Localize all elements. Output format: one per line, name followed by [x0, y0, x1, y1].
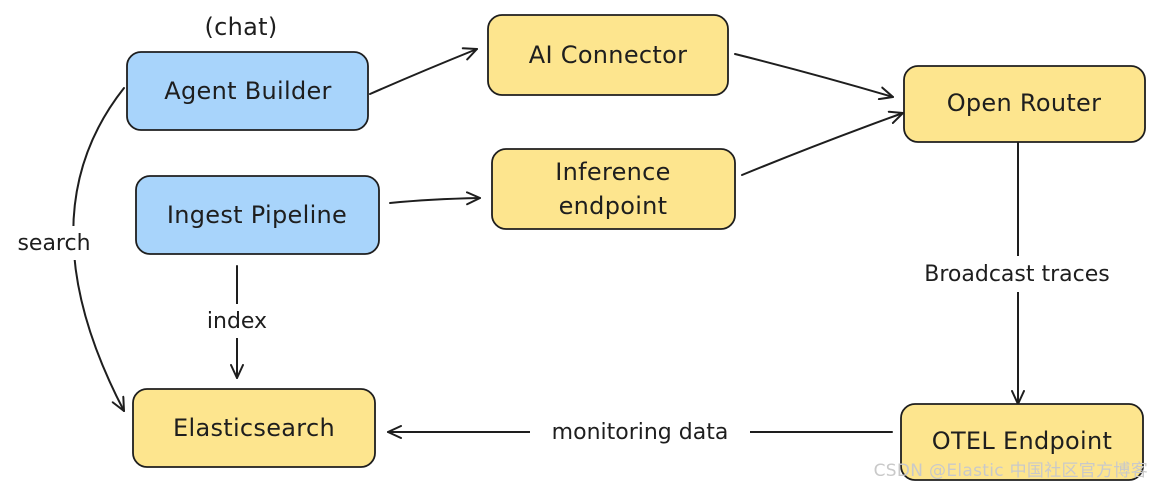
inference-endpoint-label-line1: Inference [555, 158, 670, 186]
ai-connector-label: AI Connector [529, 41, 688, 69]
ingest-pipeline-label: Ingest Pipeline [167, 201, 347, 229]
edge-connector-to-router [734, 53, 894, 101]
node-agent-builder: (chat) Agent Builder [126, 13, 369, 131]
edge-label-index: index [207, 309, 267, 334]
edge-label-broadcast-traces: Broadcast traces [924, 262, 1109, 287]
open-router-label: Open Router [947, 89, 1102, 117]
ai-connector-box [487, 14, 729, 96]
node-elasticsearch: Elasticsearch [132, 388, 376, 468]
inference-endpoint-label-line2: endpoint [559, 192, 668, 220]
index-label-bg [198, 304, 278, 338]
chat-note: (chat) [204, 13, 277, 41]
edge-inference-to-router [741, 110, 904, 176]
monitoring-label-bg [530, 414, 750, 448]
elasticsearch-label: Elasticsearch [173, 414, 335, 442]
elasticsearch-box [132, 388, 376, 468]
node-otel-endpoint: OTEL Endpoint [900, 403, 1144, 481]
edge-label-search: search [17, 231, 90, 256]
broadcast-label-bg [892, 256, 1144, 292]
node-ai-connector: AI Connector [487, 14, 729, 96]
ingest-pipeline-box [135, 175, 380, 255]
agent-builder-box [126, 51, 369, 131]
watermark: CSDN @Elastic 中国社区官方博客 [873, 461, 1148, 481]
edge-ingest-to-inference [389, 191, 481, 206]
otel-endpoint-label: OTEL Endpoint [932, 427, 1112, 455]
search-label-bg [6, 226, 102, 260]
node-ingest-pipeline: Ingest Pipeline [135, 175, 380, 255]
edge-label-monitoring-data: monitoring data [552, 420, 729, 445]
inference-endpoint-box [491, 148, 736, 230]
otel-endpoint-box [900, 403, 1144, 481]
agent-builder-label: Agent Builder [164, 77, 331, 105]
node-open-router: Open Router [903, 65, 1146, 143]
edge-agent-to-elasticsearch [72, 87, 125, 412]
open-router-box [903, 65, 1146, 143]
edge-agent-to-connector [369, 47, 478, 95]
node-inference-endpoint: Inference endpoint [491, 148, 736, 230]
